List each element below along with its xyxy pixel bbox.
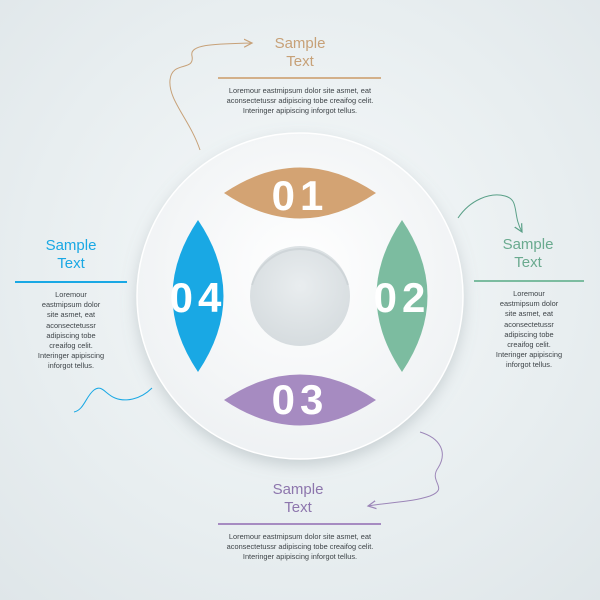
right-block-body: Loremour eastmipsum dolor site asmet, ea… xyxy=(495,289,563,370)
bottom-block-title: Sample Text xyxy=(272,481,324,516)
top-connector-arrow xyxy=(169,43,252,151)
top-block-title: Sample Text xyxy=(274,35,326,70)
left-block-title: Sample Text xyxy=(45,237,97,272)
left-block-body: Loremour eastmipsum dolor site asmet, ea… xyxy=(37,290,105,371)
segment-04[interactable] xyxy=(172,220,224,372)
top-block-divider xyxy=(218,77,381,79)
left-connector-line xyxy=(73,387,153,413)
segment-02-number: 02 xyxy=(374,274,431,321)
center-hole xyxy=(250,246,350,346)
segment-04-number: 04 xyxy=(170,274,227,321)
bottom-connector-arrow xyxy=(368,431,443,506)
segment-03-number: 03 xyxy=(272,376,329,423)
bottom-block-body: Loremour eastmipsum dolor site asmet, ea… xyxy=(226,532,374,562)
right-block-title: Sample Text xyxy=(502,236,554,271)
right-block-divider xyxy=(474,280,584,282)
top-block-body: Loremour eastmipsum dolor site asmet, ea… xyxy=(226,86,374,116)
segment-02[interactable] xyxy=(376,220,428,372)
segment-03[interactable] xyxy=(224,374,376,426)
bottom-block-divider xyxy=(218,523,381,525)
left-block-divider xyxy=(15,281,127,283)
segment-01[interactable] xyxy=(224,167,376,219)
segment-01-number: 01 xyxy=(272,172,329,219)
right-connector-arrow xyxy=(457,194,522,232)
